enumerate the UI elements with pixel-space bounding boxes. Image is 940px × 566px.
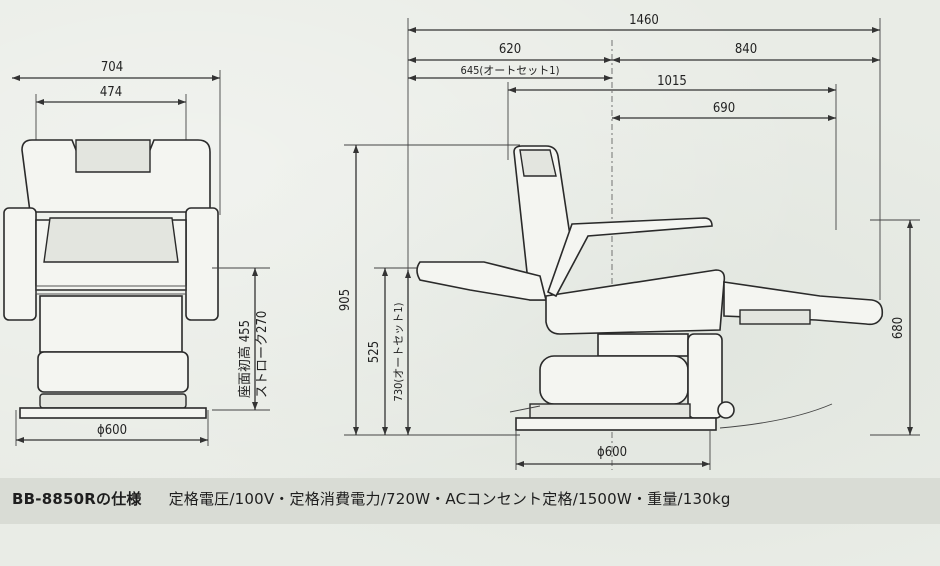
side-height-905: 905 [338,289,353,311]
front-base [19,407,207,419]
side-length-620: 620 [499,42,521,57]
spec-line: BB-8850Rの仕様 定格電圧/100V・定格消費電力/720W・ACコンセン… [12,488,731,512]
stroke-label: ストローク270 [255,311,270,398]
side-seat-frame [597,333,689,357]
front-seat-cushion [43,217,179,263]
side-base [515,417,717,431]
front-view: 704 474 ϕ600 座面初高 455 ストローク270 [3,60,270,446]
side-length-690: 690 [713,101,735,116]
front-base-diameter: ϕ600 [97,423,127,438]
front-footplate [39,393,187,409]
side-height-525: 525 [367,341,382,363]
side-length-840: 840 [735,42,757,57]
side-caster [717,401,735,419]
front-armrest-right [185,207,219,321]
side-footrest-bar [739,309,811,325]
side-height-680: 680 [891,317,906,339]
front-armrest-left [3,207,37,321]
side-armrest [547,217,713,298]
front-pedestal [37,351,189,393]
front-pump-column [39,295,183,353]
side-length-1460: 1460 [629,13,659,28]
side-length-645: 645(オートセット1) [461,64,560,77]
seat-height-label: 座面初高 455 [237,320,253,398]
front-width-474: 474 [100,85,122,100]
spec-bar [0,478,940,524]
side-footplate [529,403,691,419]
side-view: 1460 620 840 645(オートセット1) 1015 690 [338,13,920,470]
side-height-730: 730(オートセット1) [392,302,405,401]
spec-details: 定格電圧/100V・定格消費電力/720W・ACコンセント定格/1500W・重量… [168,490,731,508]
front-width-704: 704 [101,60,123,75]
model-title: BB-8850Rの仕様 [12,490,142,508]
dimension-drawing: 704 474 ϕ600 座面初高 455 ストローク270 [3,13,920,470]
front-headrest [75,139,151,173]
side-pump-housing [539,355,689,405]
side-seat [545,269,726,335]
front-backrest [21,139,211,213]
side-footrest-swing [719,403,833,429]
side-headrest [519,149,557,177]
side-base-diameter: ϕ600 [597,445,627,460]
side-leg-rest-fold [416,261,548,301]
side-length-1015: 1015 [657,74,687,89]
side-leg-support [687,333,723,419]
